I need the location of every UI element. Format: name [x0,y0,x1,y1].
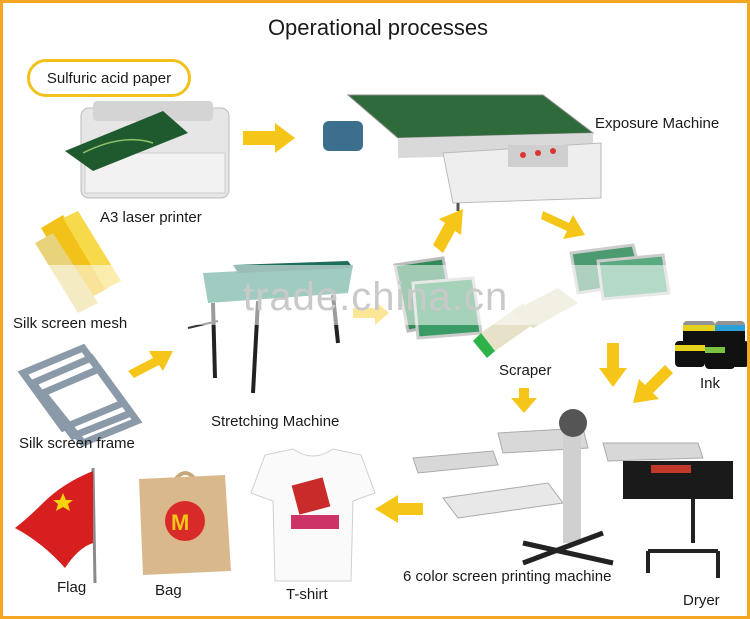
label-flag: Flag [57,579,87,596]
arrow-frame-to-stretch [128,351,173,378]
bubble-text: Sulfuric acid paper [46,70,172,87]
arrow-printer-to-exposure [243,123,295,153]
label-stretching: Stretching Machine [211,413,340,430]
arrow-exposure-to-screens [541,211,585,239]
label-dryer: Dryer [683,592,720,609]
dryer-image [623,461,733,578]
arrow-ink-to-machine [633,365,673,403]
printing-machine-image [412,409,704,566]
label-bag: Bag [155,582,182,599]
arrow-machine-to-tshirt [375,495,423,523]
label-mesh: Silk screen mesh [13,315,128,332]
ink-cans-image [675,321,747,369]
exposure-machine-image [323,94,602,211]
bag-image: M [139,471,231,575]
watermark-text: trade.china.cn [243,275,509,319]
laser-printer-image [65,101,230,199]
arrow-scraper-to-machine [511,388,537,413]
label-scraper: Scraper [499,362,552,379]
label-printer: A3 laser printer [100,209,202,226]
flag-image [15,467,97,584]
arrow-screens-up [433,209,463,253]
silk-screen-frame-image [17,343,143,448]
flow-arrows [128,123,673,523]
label-tshirt: T-shirt [286,586,328,603]
label-machine: 6 color screen printing machine [403,568,612,585]
sulfuric-paper-bubble: Sulfuric acid paper [27,59,191,97]
svg-text:M: M [171,510,189,535]
label-exposure: Exposure Machine [595,115,720,132]
label-ink: Ink [700,375,721,392]
watermark-band: trade.china.cn [3,265,747,325]
label-frame: Silk screen frame [19,435,135,452]
arrow-screens-to-machine [599,343,627,387]
tshirt-image [250,448,376,582]
diagram-title: Operational processes [267,15,489,40]
